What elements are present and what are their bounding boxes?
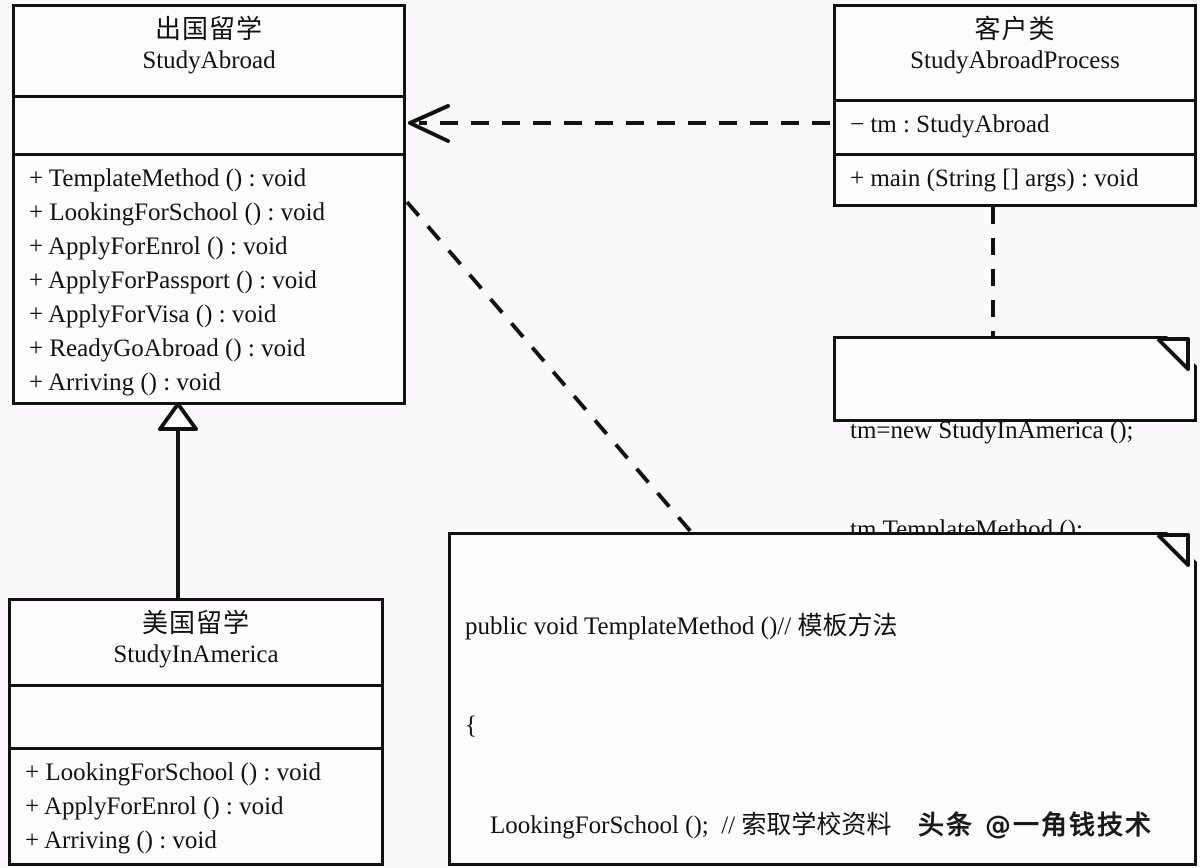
class-cn-name: 美国留学 xyxy=(141,609,250,638)
class-en-name: StudyAbroad xyxy=(142,46,276,74)
note-line: tm=new StudyInAmerica (); xyxy=(850,416,1134,444)
class-attributes-study-in-america xyxy=(11,684,381,747)
generalization-studyinamerica-to-studyabroad xyxy=(158,402,198,598)
note-line: public void TemplateMethod ()// 模板方法 xyxy=(465,612,898,640)
class-header-client: 客户类 StudyAbroadProcess xyxy=(836,7,1194,99)
class-box-study-in-america[interactable]: 美国留学 StudyInAmerica + LookingForSchool (… xyxy=(8,598,384,866)
class-operations-client: + main (String [] args) : void xyxy=(836,153,1194,202)
watermark: 头条 @一角钱技术 xyxy=(918,811,1154,841)
class-cn-name: 客户类 xyxy=(974,15,1056,44)
class-attributes-study-abroad xyxy=(15,95,403,153)
hollow-triangle-icon xyxy=(158,402,198,431)
class-box-client[interactable]: 客户类 StudyAbroadProcess − tm : StudyAbroa… xyxy=(833,4,1197,207)
class-en-name: StudyInAmerica xyxy=(113,640,279,668)
class-operations-study-in-america: + LookingForSchool () : void + ApplyForE… xyxy=(11,747,381,864)
class-attributes-client: − tm : StudyAbroad xyxy=(836,99,1194,153)
class-cn-name: 出国留学 xyxy=(154,15,263,44)
note-template-method-code[interactable]: public void TemplateMethod ()// 模板方法 { L… xyxy=(448,532,1197,866)
dependency-client-to-studyabroad xyxy=(408,104,830,143)
class-operations-study-abroad: + TemplateMethod () : void + LookingForS… xyxy=(15,153,403,406)
class-header-study-in-america: 美国留学 StudyInAmerica xyxy=(11,601,381,684)
class-header-study-abroad: 出国留学 StudyAbroad xyxy=(15,7,403,95)
note-line: { xyxy=(465,712,477,740)
open-arrowhead-icon xyxy=(408,104,450,143)
note-client-code[interactable]: tm=new StudyInAmerica (); tm.TemplateMet… xyxy=(833,336,1197,543)
note-fold-icon xyxy=(1167,336,1197,366)
class-box-study-abroad[interactable]: 出国留学 StudyAbroad + TemplateMethod () : v… xyxy=(12,4,406,405)
anchor-template-method-note xyxy=(405,200,694,535)
class-en-name: StudyAbroadProcess xyxy=(910,46,1120,74)
note-fold-icon xyxy=(1167,532,1197,562)
note-line: LookingForSchool (); // 索取学校资料 xyxy=(465,812,892,839)
note-template-method-body: public void TemplateMethod ()// 模板方法 { L… xyxy=(451,535,1194,868)
